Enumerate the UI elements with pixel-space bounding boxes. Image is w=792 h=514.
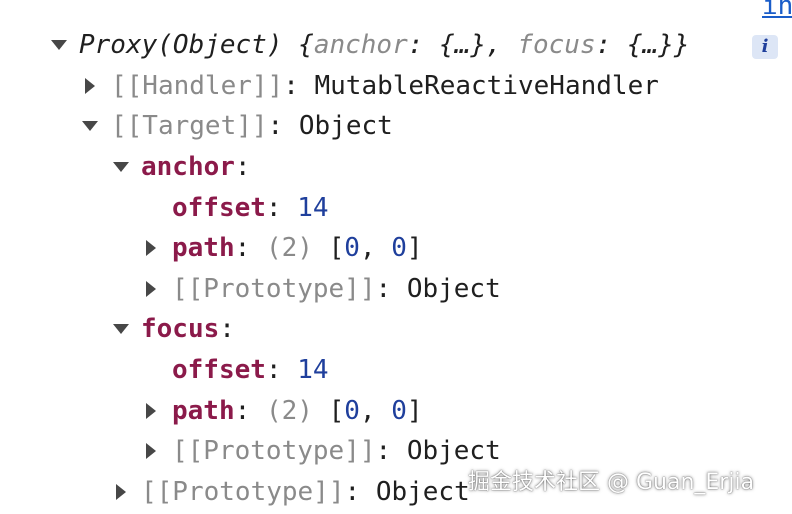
truncated-link[interactable]: in <box>762 0 792 21</box>
path-key: path <box>172 396 235 426</box>
path-close-bracket: ] <box>406 396 423 426</box>
path-open-bracket: [ <box>328 396 345 426</box>
prototype-value: Object <box>406 436 501 466</box>
prototype-key: [[Prototype]] <box>172 274 376 304</box>
proxy-object-summary: Proxy(Object) {anchor: {…}, focus: {…}} <box>79 30 690 60</box>
expand-arrow-right-icon[interactable] <box>141 228 161 268</box>
anchor-prototype-entry: [[Prototype]]: Object <box>172 274 501 304</box>
expand-arrow-down-icon[interactable] <box>111 309 131 349</box>
preview-value-anchor: {…} <box>439 30 487 60</box>
path-value: 0 <box>344 396 360 426</box>
prototype-key: [[Prototype]] <box>141 477 345 507</box>
anchor-entry: anchor: <box>141 152 251 182</box>
path-open-bracket: [ <box>328 233 345 263</box>
expand-arrow-down-icon[interactable] <box>80 106 100 146</box>
anchor-offset-entry: offset: 14 <box>172 193 329 223</box>
prototype-key: [[Prototype]] <box>172 436 376 466</box>
expand-arrow-right-icon[interactable] <box>141 391 161 431</box>
preview-separator: , <box>486 30 518 60</box>
target-key: [[Target]] <box>111 111 268 141</box>
preview-value-focus: {…} <box>626 30 674 60</box>
path-value: 0 <box>344 233 360 263</box>
path-key: path <box>172 233 235 263</box>
proxy-label: Proxy(Object) <box>79 30 283 60</box>
focus-entry: focus: <box>141 314 235 344</box>
target-entry: [[Target]]: Object <box>111 111 393 141</box>
offset-value: 14 <box>297 355 329 385</box>
path-length: (2) <box>265 233 313 263</box>
target-prototype-entry: [[Prototype]]: Object <box>141 477 470 507</box>
focus-path-entry: path: (2) [0, 0] <box>172 396 423 426</box>
handler-entry: [[Handler]]: MutableReactiveHandler <box>111 71 659 101</box>
focus-offset-entry: offset: 14 <box>172 355 329 385</box>
target-value: Object <box>298 111 393 141</box>
preview-key-anchor: anchor <box>313 30 408 60</box>
focus-key: focus <box>141 314 220 344</box>
anchor-key: anchor <box>141 152 235 182</box>
prototype-value: Object <box>406 274 501 304</box>
preview-open-brace: { <box>298 30 314 60</box>
expand-arrow-right-icon[interactable] <box>80 66 100 106</box>
path-separator: , <box>359 233 392 263</box>
focus-prototype-entry: [[Prototype]]: Object <box>172 436 501 466</box>
preview-key-focus: focus <box>517 30 596 60</box>
path-length: (2) <box>265 396 313 426</box>
offset-value: 14 <box>297 193 329 223</box>
handler-value: MutableReactiveHandler <box>314 71 659 101</box>
offset-key: offset <box>172 193 266 223</box>
preview-close-brace: } <box>673 30 690 60</box>
info-icon[interactable]: i <box>752 35 778 59</box>
expand-arrow-right-icon[interactable] <box>141 431 161 471</box>
expand-arrow-right-icon[interactable] <box>111 472 131 512</box>
expand-arrow-down-icon[interactable] <box>111 147 131 187</box>
prototype-value: Object <box>375 477 470 507</box>
path-separator: , <box>359 396 392 426</box>
offset-key: offset <box>172 355 266 385</box>
path-value: 0 <box>391 396 407 426</box>
handler-key: [[Handler]] <box>111 71 284 101</box>
path-close-bracket: ] <box>406 233 423 263</box>
watermark: 掘金技术社区 @ Guan_Erjia <box>468 470 755 495</box>
expand-arrow-down-icon[interactable] <box>49 25 69 65</box>
path-value: 0 <box>391 233 407 263</box>
anchor-path-entry: path: (2) [0, 0] <box>172 233 423 263</box>
expand-arrow-right-icon[interactable] <box>141 269 161 309</box>
